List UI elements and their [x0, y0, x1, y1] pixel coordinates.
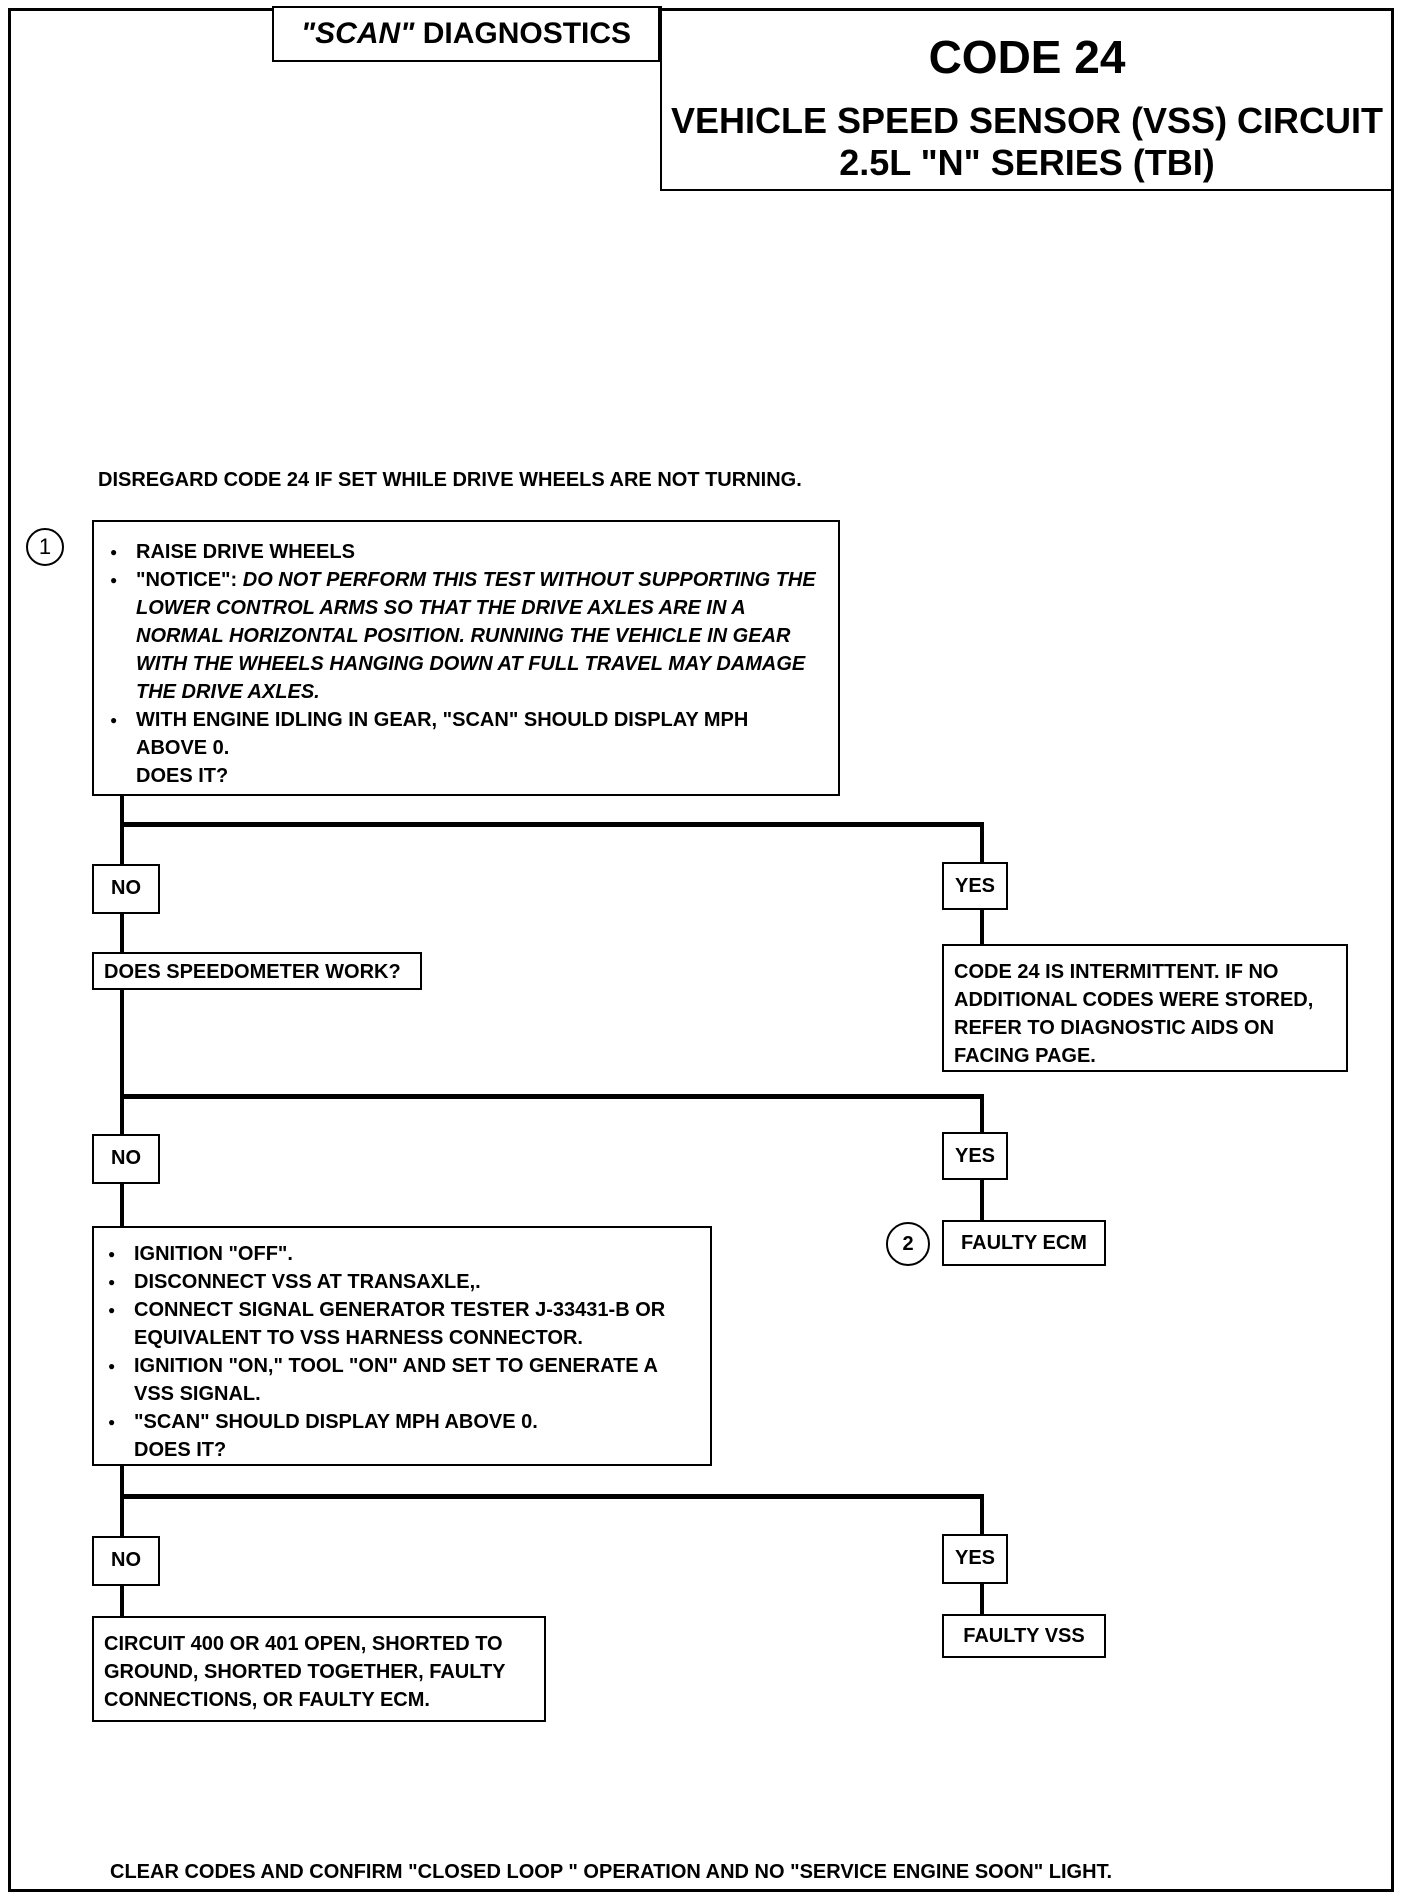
step-1-question: DOES IT?	[136, 765, 229, 787]
step-1-marker: 1	[26, 528, 64, 566]
scan-suffix: DIAGNOSTICS	[414, 17, 632, 50]
scan-diagnostics-header: "SCAN" DIAGNOSTICS	[272, 6, 660, 62]
footer-instruction: CLEAR CODES AND CONFIRM "CLOSED LOOP " O…	[110, 1861, 1113, 1883]
circuit-open-box: CIRCUIT 400 OR 401 OPEN, SHORTED TO GROU…	[92, 1616, 546, 1722]
connector-line	[980, 1494, 984, 1534]
faulty-ecm-box: FAULTY ECM	[942, 1220, 1106, 1266]
step-3-item: IGNITION "OFF".	[104, 1240, 700, 1268]
step-3-item: CONNECT SIGNAL GENERATOR TESTER J-33431-…	[104, 1296, 700, 1352]
step-1-box: RAISE DRIVE WHEELS "NOTICE": DO NOT PERF…	[92, 520, 840, 796]
no-label: NO	[92, 864, 160, 914]
no-label: NO	[92, 1536, 160, 1586]
step-3-item: IGNITION "ON," TOOL "ON" AND SET TO GENE…	[104, 1352, 700, 1408]
connector-line	[980, 1094, 984, 1134]
step-3-item: "SCAN" SHOULD DISPLAY MPH ABOVE 0.	[104, 1408, 700, 1436]
step-1-raise: RAISE DRIVE WHEELS	[106, 538, 824, 566]
disregard-note: DISREGARD CODE 24 IF SET WHILE DRIVE WHE…	[98, 469, 802, 491]
intermittent-box: CODE 24 IS INTERMITTENT. IF NO ADDITIONA…	[942, 944, 1348, 1072]
connector-line	[980, 822, 984, 862]
step-1-notice: "NOTICE": DO NOT PERFORM THIS TEST WITHO…	[106, 566, 824, 706]
yes-label: YES	[942, 862, 1008, 910]
connector-line	[980, 910, 984, 944]
connector-line	[120, 1494, 984, 1499]
connector-line	[120, 1466, 124, 1536]
speedometer-question-box: DOES SPEEDOMETER WORK?	[92, 952, 422, 990]
code-subtitle-line2: 2.5L "N" SERIES (TBI)	[839, 142, 1215, 183]
step-3-item: DISCONNECT VSS AT TRANSAXLE,.	[104, 1268, 700, 1296]
code-title: CODE 24	[928, 31, 1126, 83]
connector-line	[120, 990, 124, 1136]
scan-prefix: "SCAN"	[300, 17, 415, 50]
faulty-vss-box: FAULTY VSS	[942, 1614, 1106, 1658]
no-label: NO	[92, 1134, 160, 1184]
step-2-marker: 2	[886, 1222, 930, 1266]
code-subtitle-line1: VEHICLE SPEED SENSOR (VSS) CIRCUIT	[670, 100, 1384, 141]
code-header: CODE 24 VEHICLE SPEED SENSOR (VSS) CIRCU…	[660, 6, 1392, 191]
step-1-idle: WITH ENGINE IDLING IN GEAR, "SCAN" SHOUL…	[106, 706, 824, 762]
connector-line	[120, 796, 124, 864]
connector-line	[980, 1180, 984, 1222]
yes-label: YES	[942, 1534, 1008, 1584]
connector-line	[980, 1584, 984, 1614]
connector-line	[120, 1094, 984, 1099]
connector-line	[120, 822, 984, 827]
connector-line	[120, 1586, 124, 1616]
step-3-question: DOES IT?	[134, 1439, 227, 1461]
notice-label: "NOTICE":	[136, 569, 243, 591]
notice-text: DO NOT PERFORM THIS TEST WITHOUT SUPPORT…	[136, 569, 816, 703]
yes-label: YES	[942, 1132, 1008, 1180]
connector-line	[120, 1184, 124, 1226]
step-3-box: IGNITION "OFF". DISCONNECT VSS AT TRANSA…	[92, 1226, 712, 1466]
connector-line	[120, 914, 124, 952]
page-border	[8, 8, 1394, 1892]
